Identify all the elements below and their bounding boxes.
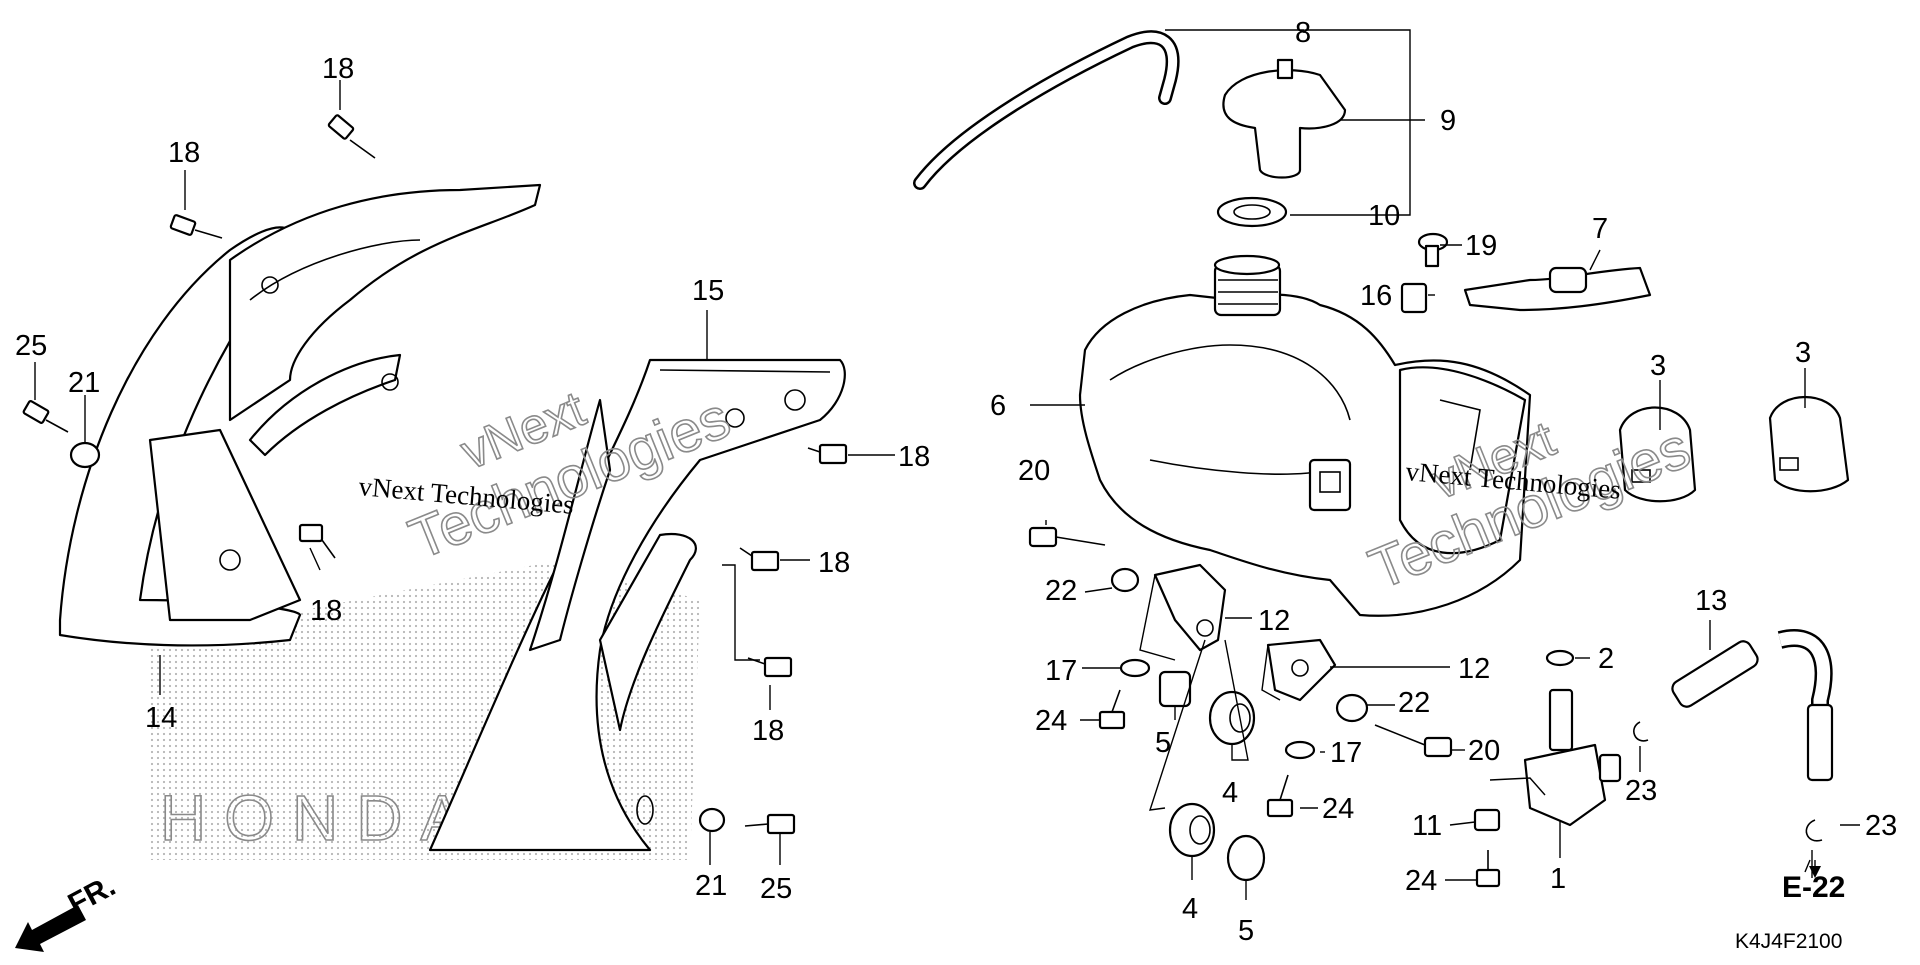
washer-part-22-b (1335, 693, 1369, 723)
bolt-18-e (739, 547, 780, 572)
callout-15: 15 (692, 275, 724, 307)
bolt-part-24-a (1098, 689, 1126, 730)
callout-18f: 18 (752, 715, 784, 747)
callout-13: 13 (1695, 585, 1727, 617)
collar-21-a (69, 441, 101, 469)
callout-12b: 12 (1458, 653, 1490, 685)
clamp-part-3-b (1768, 396, 1850, 493)
bracket-part-12-a (1153, 563, 1227, 652)
nut-part-17-a (1119, 658, 1151, 678)
washer-part-22-a (1110, 567, 1140, 593)
nut-part-17-b (1284, 740, 1316, 760)
bolt-18-f (747, 656, 793, 678)
callout-17b: 17 (1330, 737, 1362, 769)
bolt-part-20-a (1028, 526, 1106, 548)
callout-4b: 4 (1182, 893, 1198, 925)
callout-24c: 24 (1405, 865, 1437, 897)
callout-3b: 3 (1795, 337, 1811, 369)
page-code: E-22 (1782, 871, 1845, 904)
callout-6: 6 (990, 390, 1006, 422)
bolt-18-a (327, 114, 376, 159)
bolt-18-d (807, 443, 848, 465)
collar-21-b (698, 807, 726, 833)
callout-18d: 18 (898, 441, 930, 473)
callout-3a: 3 (1650, 350, 1666, 382)
leader-lines (34, 29, 1860, 900)
bolt-part-20-b (1374, 724, 1453, 758)
callout-9: 9 (1440, 105, 1456, 137)
clip-part-23-b (1805, 819, 1823, 842)
cap-gasket-part-10 (1216, 196, 1288, 228)
clamp-part-3-a (1618, 406, 1697, 503)
bolt-part-24-b (1266, 774, 1294, 818)
callouts: 1 2 3 3 4 4 5 5 6 7 8 9 10 11 12 12 13 1… (15, 17, 1897, 947)
band-part-7 (1463, 266, 1652, 312)
callout-18c: 18 (310, 595, 342, 627)
shroud-cover-part-15 (428, 358, 846, 852)
bolt-part-24-c (1475, 850, 1501, 888)
page-code-arrow (1809, 860, 1821, 878)
callout-24a: 24 (1035, 705, 1067, 737)
callout-23a: 23 (1625, 775, 1657, 807)
fuel-valve-part-1 (1523, 688, 1622, 827)
callout-25a: 25 (15, 330, 47, 362)
collar-part-5-b (1226, 834, 1266, 882)
callout-22b: 22 (1398, 687, 1430, 719)
callout-20a: 20 (1018, 455, 1050, 487)
callout-2: 2 (1598, 643, 1614, 675)
bolt-18-c (298, 523, 336, 559)
callout-14: 14 (145, 702, 177, 734)
svg-text:HONDA: HONDA (160, 782, 481, 854)
callout-18a: 18 (322, 53, 354, 85)
washer-part-2 (1545, 649, 1575, 667)
breather-tube-part-8 (913, 30, 1180, 190)
callout-18e: 18 (818, 547, 850, 579)
clip-part-23-a (1633, 721, 1649, 742)
callout-18b: 18 (168, 137, 200, 169)
callout-17a: 17 (1045, 655, 1077, 687)
callout-22a: 22 (1045, 575, 1077, 607)
rubber-part-4-b (1168, 802, 1216, 858)
callout-19: 19 (1465, 230, 1497, 262)
callout-16: 16 (1360, 280, 1392, 312)
callout-23b: 23 (1865, 810, 1897, 842)
bolt-18-b (169, 214, 223, 239)
collar-part-16 (1400, 282, 1428, 314)
honda-logo: HONDA (159, 781, 481, 855)
callout-8: 8 (1295, 17, 1311, 49)
callout-12a: 12 (1258, 605, 1290, 637)
bolt-25-a (22, 400, 69, 433)
bolt-25-b (744, 813, 796, 835)
front-direction-arrow: FR. (15, 869, 121, 952)
callout-20b: 20 (1468, 735, 1500, 767)
fuel-hose-part-13 (1671, 629, 1834, 782)
callout-11: 11 (1412, 810, 1442, 842)
callout-10: 10 (1368, 200, 1400, 232)
callout-25b: 25 (760, 873, 792, 905)
callout-21b: 21 (695, 870, 727, 902)
fuel-tank-part-6 (1078, 254, 1532, 617)
callout-7: 7 (1592, 213, 1608, 245)
callout-5b: 5 (1238, 915, 1254, 947)
callout-1: 1 (1550, 863, 1566, 895)
callout-21a: 21 (68, 367, 100, 399)
rubber-part-4-a (1208, 690, 1256, 746)
drawing-number: K4J4F2100 (1735, 930, 1842, 953)
callout-5a: 5 (1155, 727, 1171, 759)
fuel-cap-part-9 (1222, 58, 1347, 179)
nut-part-11 (1473, 808, 1501, 832)
callout-24b: 24 (1322, 793, 1354, 825)
screw-part-19 (1417, 232, 1449, 268)
callout-4a: 4 (1222, 777, 1238, 809)
bracket-part-12-b (1266, 638, 1337, 702)
radiator-shroud-part-14 (58, 183, 542, 647)
